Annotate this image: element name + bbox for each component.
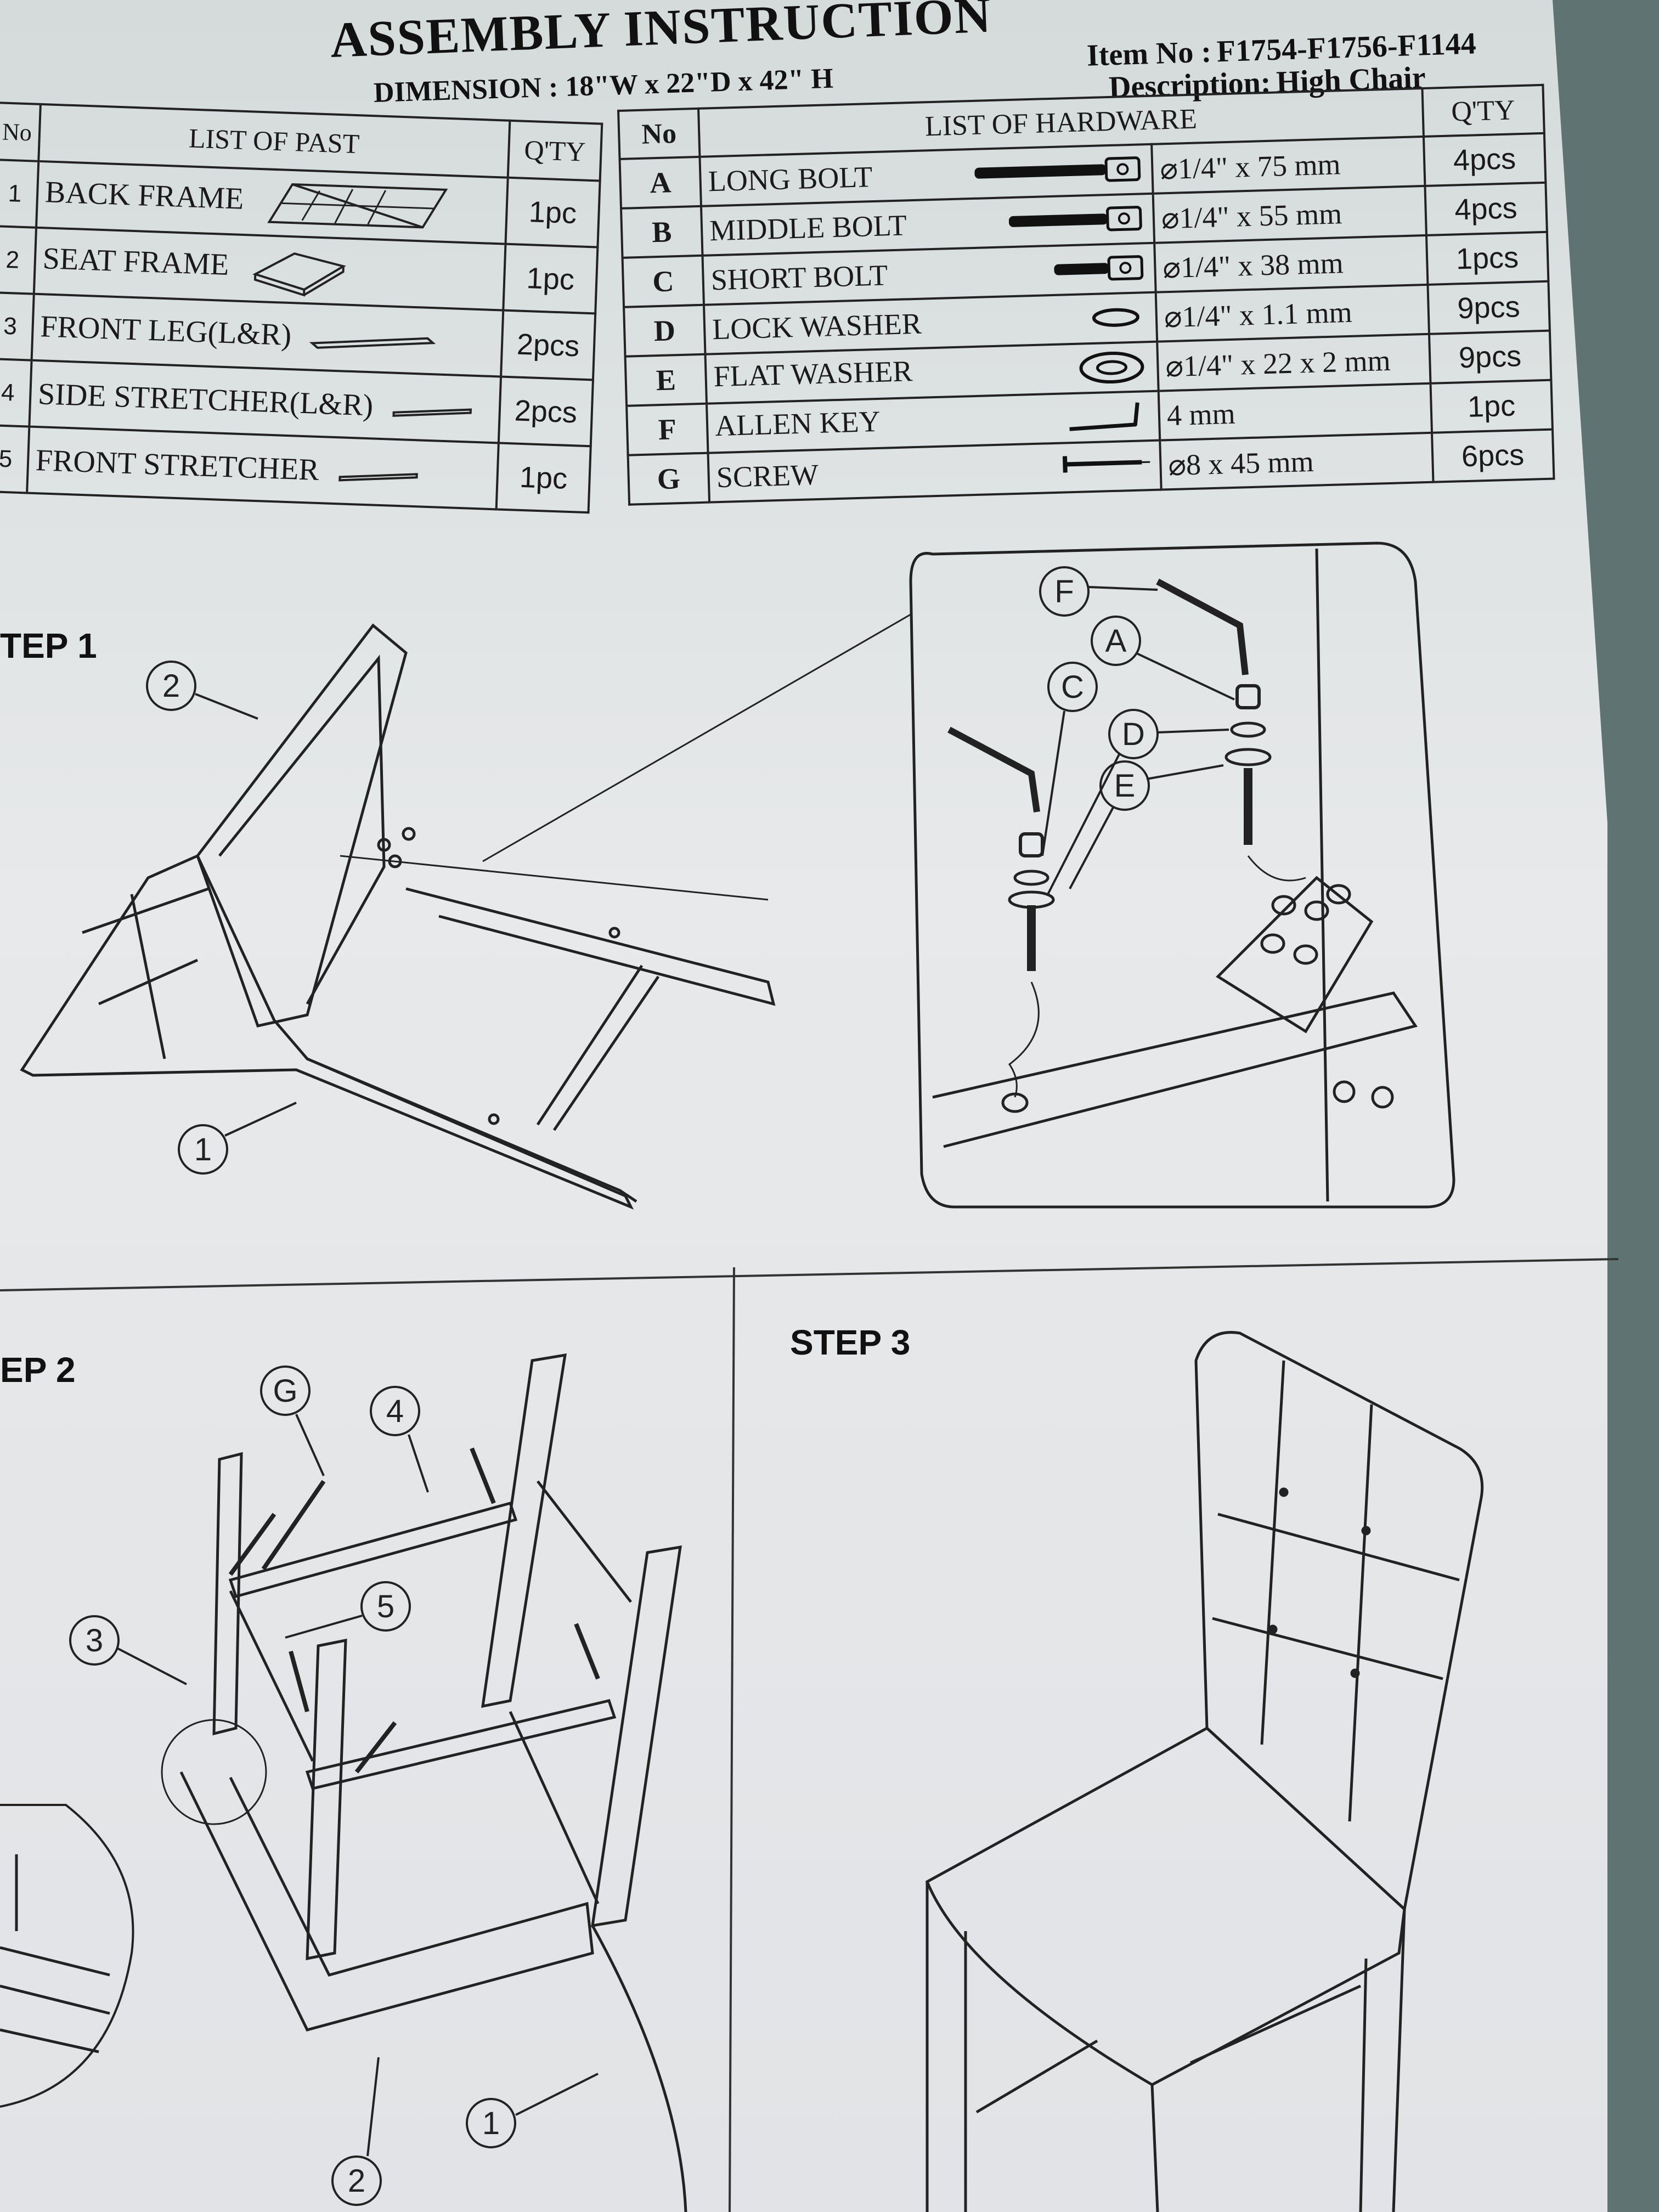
short-bolt-icon — [1054, 255, 1144, 281]
callout-label: C — [1061, 669, 1084, 705]
step-1-illustration — [20, 613, 911, 1210]
callout-labels: 2 1 F A C D E G 4 3 5 1 2 — [86, 574, 1145, 2199]
screw-icon — [1063, 456, 1150, 473]
table-row: 5 FRONT STRETCHER 1pc — [0, 425, 591, 513]
callout-label: 4 — [386, 1393, 404, 1429]
table-row: 2 SEAT FRAME 1pc — [0, 225, 598, 314]
section-divider — [729, 1267, 735, 2212]
table-row: F ALLEN KEY 4 mm 1pc — [627, 380, 1553, 455]
step-3-label: STEP 3 — [790, 1323, 911, 1362]
step-2-illustration — [0, 1353, 687, 2212]
step-1-detail — [909, 541, 1455, 1209]
stretcher-icon — [338, 472, 418, 482]
allen-key-icon — [1069, 402, 1139, 431]
part-name-cell: FRONT STRETCHER — [26, 426, 499, 510]
part-name-cell: SEAT FRAME — [33, 227, 506, 311]
callout-label: G — [273, 1373, 297, 1409]
table-row: 4 SIDE STRETCHER(L&R) 2pcs — [0, 358, 593, 447]
callout-label: 2 — [348, 2163, 365, 2199]
part-name-cell: BACK FRAME — [36, 161, 508, 244]
middle-bolt-icon — [1008, 206, 1142, 232]
hardware-name-cell: ALLEN KEY — [707, 391, 1160, 453]
table-row: G SCREW ⌀8 x 45 mm 6pcs — [628, 429, 1554, 505]
table-row: A LONG BOLT ⌀1/4" x 75 mm 4pcs — [619, 133, 1546, 208]
callout-label: 1 — [482, 2106, 500, 2141]
step-1-label: TEP 1 — [0, 626, 97, 665]
step-2-label: EP 2 — [0, 1350, 76, 1390]
hardware-name-cell: SHORT BOLT — [702, 242, 1156, 305]
back-frame-icon — [267, 183, 448, 228]
callout-label: 2 — [162, 668, 180, 704]
table-row: E FLAT WASHER ⌀1/4" x 22 x 2 mm 9pcs — [625, 330, 1551, 406]
table-row: C SHORT BOLT ⌀1/4" x 38 mm 1pcs — [622, 232, 1549, 307]
callout-label: 3 — [86, 1623, 103, 1658]
callout-label: 5 — [377, 1589, 394, 1624]
lock-washer-icon — [1092, 308, 1139, 327]
callout-label: E — [1114, 768, 1136, 804]
long-bolt-icon — [974, 156, 1141, 182]
callout-label: F — [1054, 574, 1074, 610]
table-row: B MIDDLE BOLT ⌀1/4" x 55 mm 4pcs — [621, 182, 1547, 258]
hardware-name-cell: LONG BOLT — [699, 144, 1153, 206]
flat-washer-icon — [1079, 351, 1144, 384]
callout-label: A — [1105, 623, 1127, 659]
table-row: D LOCK WASHER ⌀1/4" x 1.1 mm 9pcs — [624, 281, 1550, 357]
parts-table: No LIST OF PAST Q'TY 1 BACK FRAME 1pc 2 … — [0, 101, 603, 514]
part-name-cell: SIDE STRETCHER(L&R) — [29, 360, 501, 443]
section-divider — [0, 1258, 1619, 1291]
hardware-name-cell: LOCK WASHER — [704, 292, 1158, 354]
hardware-name-cell: MIDDLE BOLT — [701, 193, 1155, 256]
stretcher-icon — [392, 408, 472, 417]
step-3-chair-illustration — [925, 1331, 1484, 2212]
part-name-cell: FRONT LEG(L&R) — [31, 294, 504, 377]
table-row: 1 BACK FRAME 1pc — [0, 160, 600, 247]
hardware-name-cell: FLAT WASHER — [705, 341, 1159, 404]
hardware-table: No LIST OF HARDWARE Q'TY A LONG BOLT ⌀1/… — [617, 84, 1555, 506]
table-row: 3 FRONT LEG(L&R) 2pcs — [0, 292, 596, 380]
callouts — [69, 566, 1235, 2206]
instruction-sheet — [0, 0, 1607, 2212]
seat-frame-icon — [252, 252, 346, 297]
hardware-name-cell: SCREW — [708, 440, 1161, 503]
callout-label: D — [1122, 716, 1145, 752]
leg-icon — [309, 337, 436, 349]
callout-label: 1 — [194, 1132, 212, 1167]
